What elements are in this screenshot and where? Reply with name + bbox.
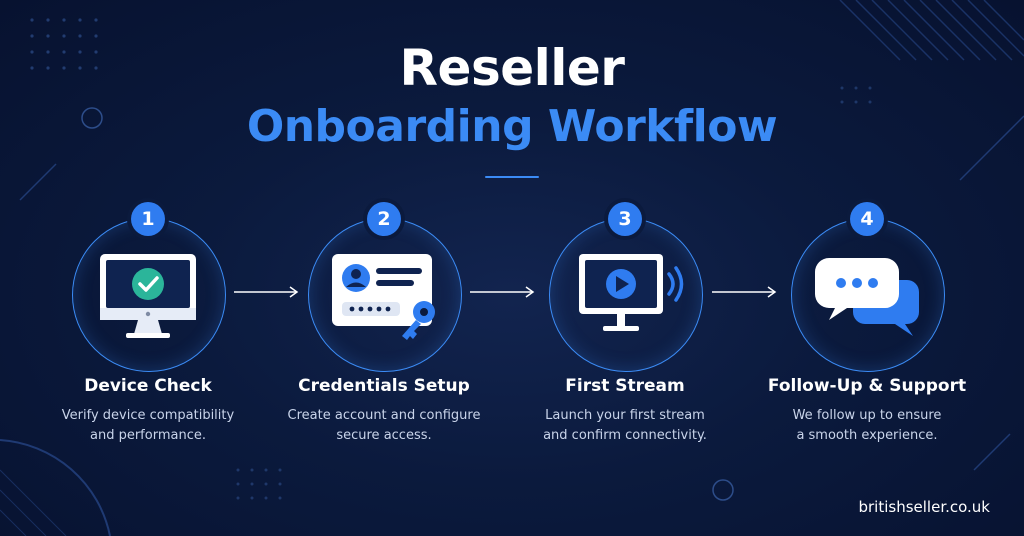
step-number-badge: 2 [367,202,401,236]
title-divider [485,176,539,178]
page-subtitle: Onboarding Workflow [246,101,778,152]
page-title: Reseller [399,39,625,97]
step-number-badge: 4 [850,202,884,236]
header: Reseller Onboarding Workflow [0,38,1024,178]
step-label: Device Check [84,376,212,396]
step-description: Verify device compatibility and performa… [61,408,235,443]
arrow-right-icon [470,286,535,298]
step-number-badge: 3 [608,202,642,236]
step-number-badge: 1 [131,202,165,236]
step-label: First Stream [565,376,685,396]
id-card-key-icon [332,254,435,340]
workflow-steps: 1 Device Check Verify device compatibili… [0,200,1024,460]
step-label: Follow-Up & Support [767,376,967,396]
step-description: Create account and configure secure acce… [287,408,481,443]
step-label: Credentials Setup [298,376,470,396]
brand-url: britishseller.co.uk [858,498,990,516]
step-description: We follow up to ensure a smooth experien… [792,408,942,443]
monitor-play-icon [579,254,684,331]
arrow-right-icon [234,286,299,298]
step-description: Launch your first stream and confirm con… [543,408,707,443]
arrow-right-icon [712,286,777,298]
monitor-check-icon [100,254,196,338]
chat-bubbles-icon [815,258,919,336]
